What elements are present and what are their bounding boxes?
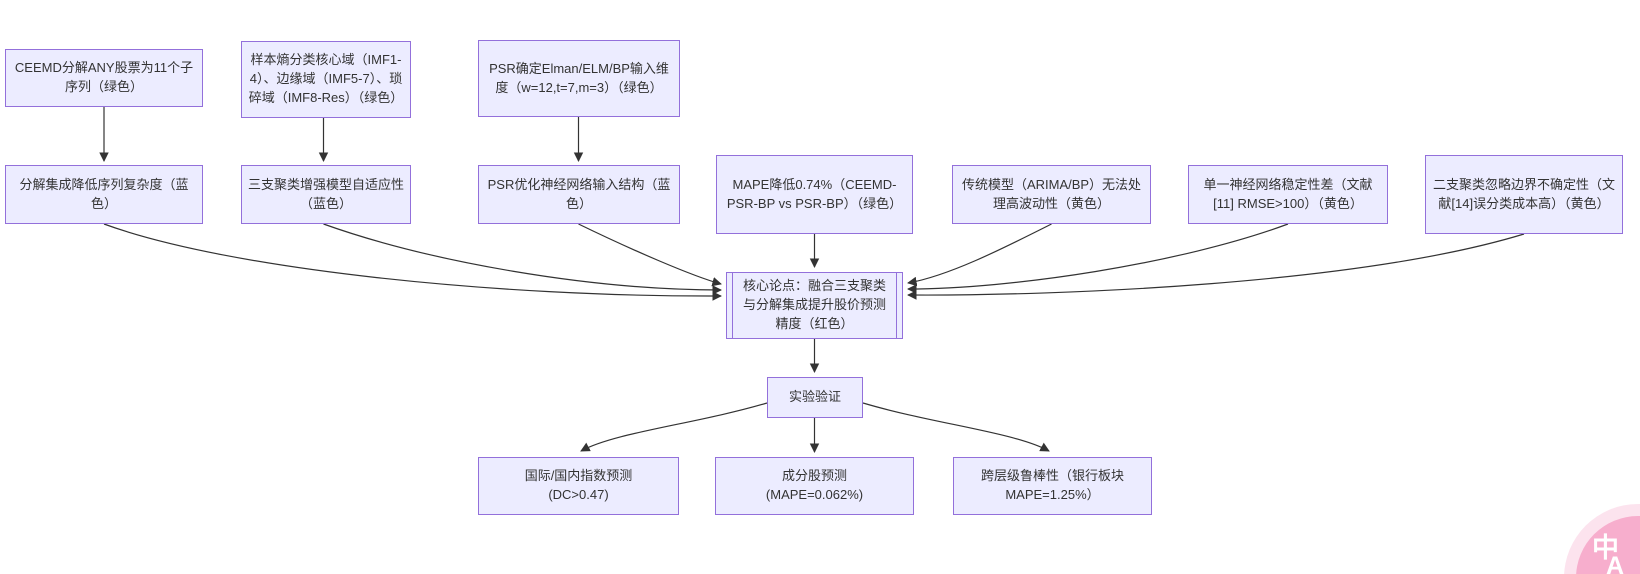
edge-experiment-index xyxy=(580,402,768,452)
node-single-nn-label: 单一神经网络稳定性差（文献[11] RMSE>100）（黄色） xyxy=(1203,176,1373,211)
node-decomp-ensemble: 分解集成降低序列复杂度（蓝色） xyxy=(5,165,203,224)
translate-en-glyph: A xyxy=(1606,552,1625,574)
node-traditional-label: 传统模型（ARIMA/BP）无法处理高波动性（黄色） xyxy=(961,176,1142,211)
node-ceemd-label: CEEMD分解ANY股票为11个子序列（绿色） xyxy=(14,60,194,94)
node-index-prediction-label: 国际/国内指数预测 (DC>0.47) xyxy=(524,468,633,502)
node-psr-structure: PSR优化神经网络输入结构（蓝色） xyxy=(478,165,680,224)
node-robustness: 跨层级鲁棒性（银行板块 MAPE=1.25%） xyxy=(953,457,1152,515)
node-two-way: 二支聚类忽略边界不确定性（文献[14]误分类成本高）（黄色） xyxy=(1425,155,1623,234)
node-mape-gain: MAPE降低0.74%（CEEMD-PSR-BP vs PSR-BP）（绿色） xyxy=(716,155,913,234)
node-decomp-ensemble-label: 分解集成降低序列复杂度（蓝色） xyxy=(19,176,189,211)
edge-threeway-core xyxy=(323,223,722,295)
edge-twoway-core xyxy=(907,233,1525,300)
node-index-prediction: 国际/国内指数预测 (DC>0.47) xyxy=(478,457,679,515)
translate-zh-glyph: 中 xyxy=(1592,533,1619,563)
node-stock-prediction: 成分股预测 (MAPE=0.062%) xyxy=(715,457,914,515)
node-core-thesis: 核心论点：融合三支聚类与分解集成提升股价预测精度（红色） xyxy=(726,272,903,339)
node-psr-dims-label: PSR确定Elman/ELM/BP输入维度（w=12,t=7,m=3）（绿色） xyxy=(489,60,669,95)
node-traditional: 传统模型（ARIMA/BP）无法处理高波动性（黄色） xyxy=(952,165,1151,224)
node-experiment-label: 实验验证 xyxy=(788,389,841,405)
edge-psrstruct-core xyxy=(578,223,722,287)
node-three-way: 三支聚类增强模型自适应性（蓝色） xyxy=(241,165,411,224)
node-psr-dims: PSR确定Elman/ELM/BP输入维度（w=12,t=7,m=3）（绿色） xyxy=(478,40,680,117)
node-single-nn: 单一神经网络稳定性差（文献[11] RMSE>100）（黄色） xyxy=(1188,165,1388,224)
node-sample-entropy: 样本熵分类核心域（IMF1-4）、边缘域（IMF5-7）、琐碎域（IMF8-Re… xyxy=(241,41,411,118)
node-robustness-label: 跨层级鲁棒性（银行板块 MAPE=1.25%） xyxy=(980,468,1124,502)
node-core-thesis-label: 核心论点：融合三支聚类与分解集成提升股价预测精度（红色） xyxy=(742,278,886,331)
edge-experiment-robust xyxy=(862,402,1050,452)
node-psr-structure-label: PSR优化神经网络输入结构（蓝色） xyxy=(487,176,671,211)
edge-traditional-core xyxy=(907,223,1052,287)
node-sample-entropy-label: 样本熵分类核心域（IMF1-4）、边缘域（IMF5-7）、琐碎域（IMF8-Re… xyxy=(248,52,404,105)
node-two-way-label: 二支聚类忽略边界不确定性（文献[14]误分类成本高）（黄色） xyxy=(1432,176,1615,211)
edge-singlenn-core xyxy=(907,223,1289,294)
node-three-way-label: 三支聚类增强模型自适应性（蓝色） xyxy=(248,176,405,211)
translate-button[interactable]: 中 A xyxy=(1576,516,1640,574)
edge-decomp-core xyxy=(103,223,722,301)
node-stock-prediction-label: 成分股预测 (MAPE=0.062%) xyxy=(765,468,864,502)
node-ceemd: CEEMD分解ANY股票为11个子序列（绿色） xyxy=(5,49,203,107)
node-mape-gain-label: MAPE降低0.74%（CEEMD-PSR-BP vs PSR-BP）（绿色） xyxy=(726,176,903,211)
node-experiment: 实验验证 xyxy=(767,377,863,418)
